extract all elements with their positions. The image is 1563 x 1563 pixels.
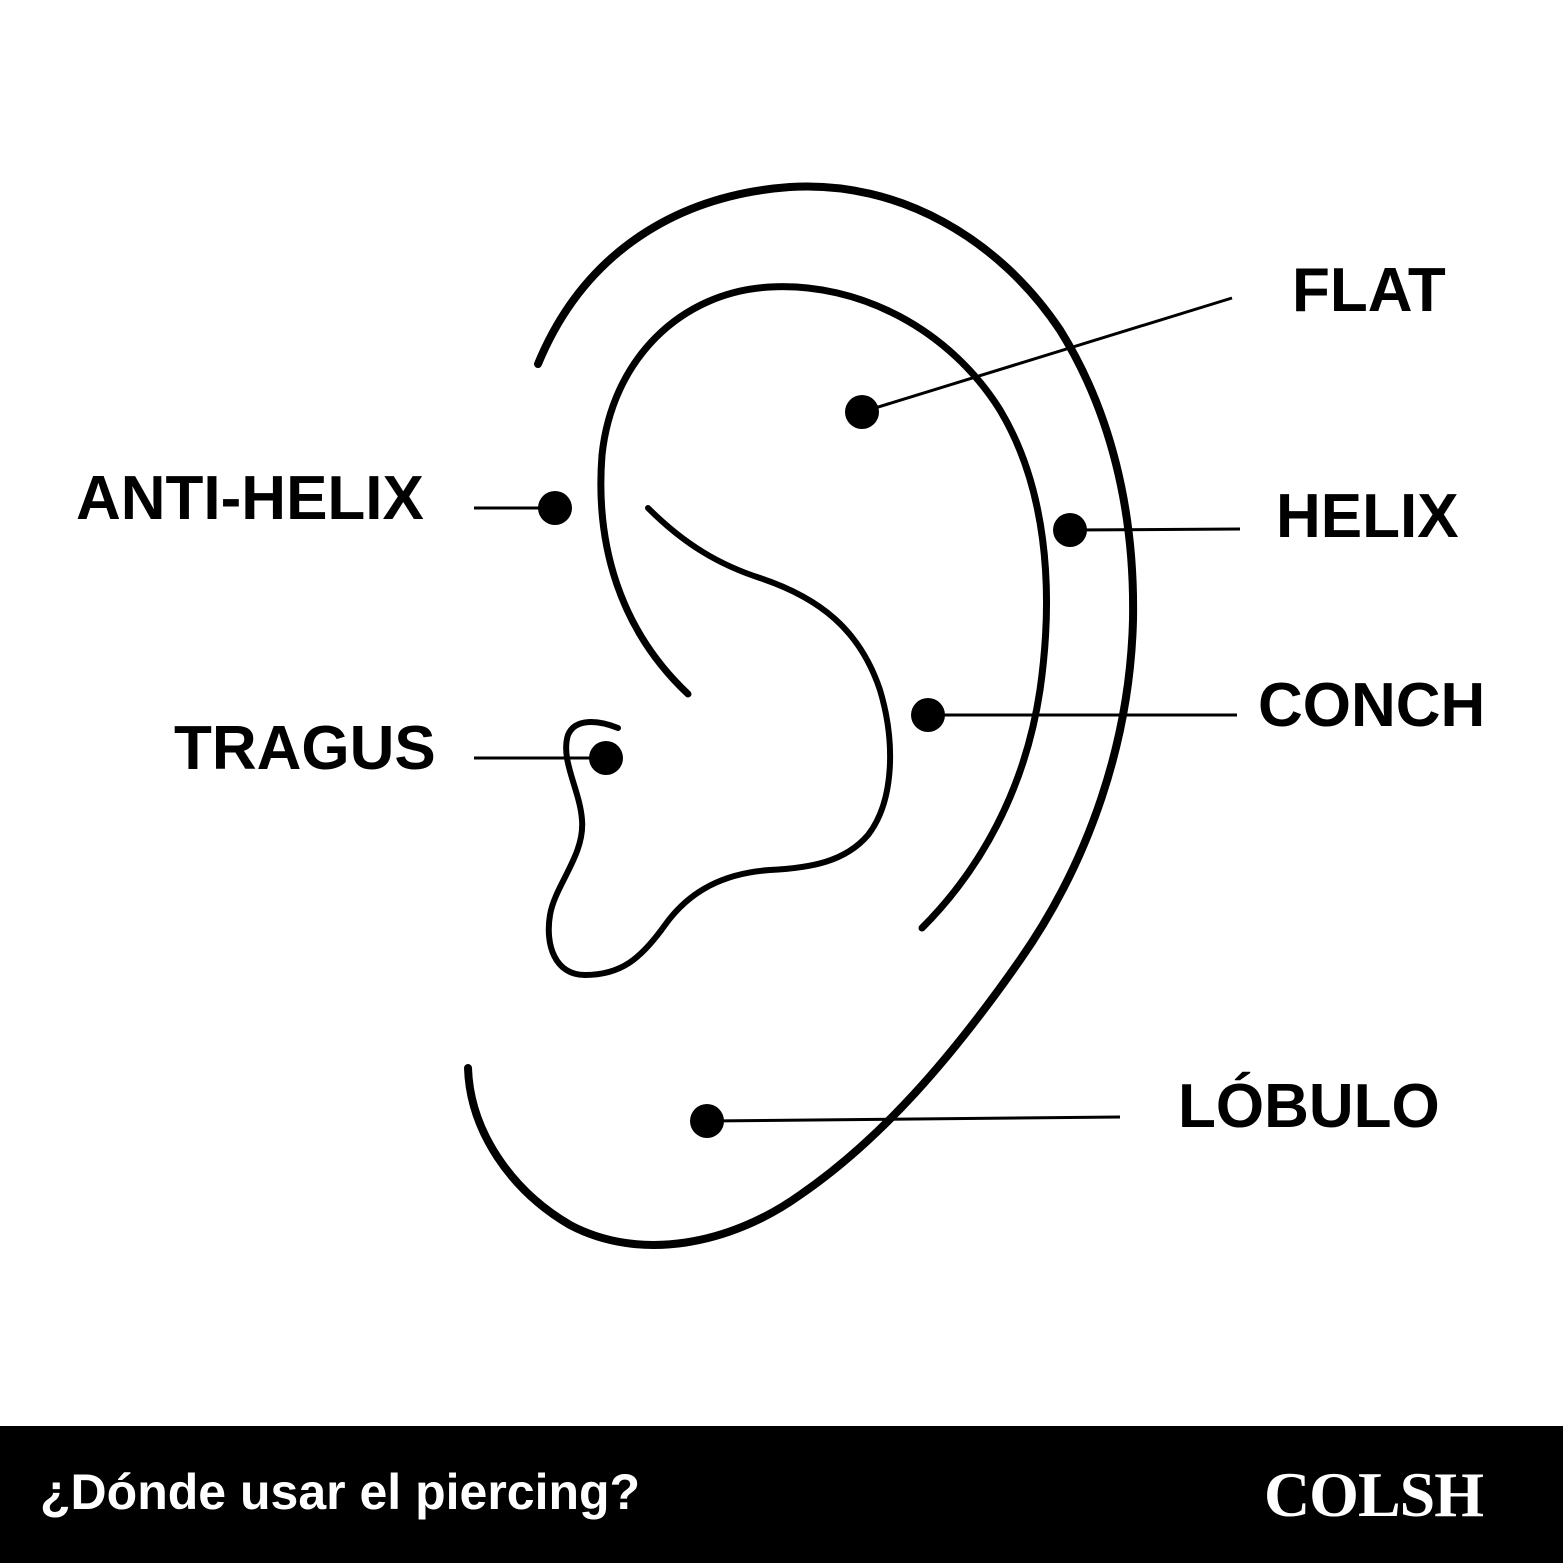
footer-title: ¿Dónde usar el piercing? bbox=[40, 1464, 641, 1520]
label-tragus: TRAGUS bbox=[174, 714, 436, 783]
ear-outer-helix bbox=[464, 182, 1138, 1249]
label-lobulo: LÓBULO bbox=[1178, 1072, 1440, 1141]
dot-tragus bbox=[589, 741, 623, 775]
leader-flat bbox=[861, 296, 1233, 414]
dot-lobulo bbox=[690, 1104, 724, 1138]
label-flat: FLAT bbox=[1292, 256, 1446, 325]
ear-drawing bbox=[464, 182, 1138, 1249]
ear-diagram: FLAT ANTI-HELIX HELIX CONCH TRAGUS LÓBUL… bbox=[76, 182, 1485, 1249]
footer-bar: ¿Dónde usar el piercing? COLSH bbox=[0, 1426, 1563, 1563]
label-conch: CONCH bbox=[1258, 671, 1485, 740]
leader-lobulo bbox=[706, 1115, 1121, 1123]
dot-flat bbox=[845, 395, 879, 429]
label-anti-helix: ANTI-HELIX bbox=[76, 464, 424, 533]
dot-helix bbox=[1053, 513, 1087, 547]
brand-logo: COLSH bbox=[1263, 1459, 1484, 1530]
dot-conch bbox=[911, 698, 945, 732]
ear-antihelix-rim bbox=[597, 283, 1050, 932]
leader-helix bbox=[1069, 527, 1241, 532]
dot-anti-helix bbox=[538, 491, 572, 525]
label-helix: HELIX bbox=[1276, 482, 1459, 551]
ear-antihelix-fold bbox=[545, 505, 894, 978]
